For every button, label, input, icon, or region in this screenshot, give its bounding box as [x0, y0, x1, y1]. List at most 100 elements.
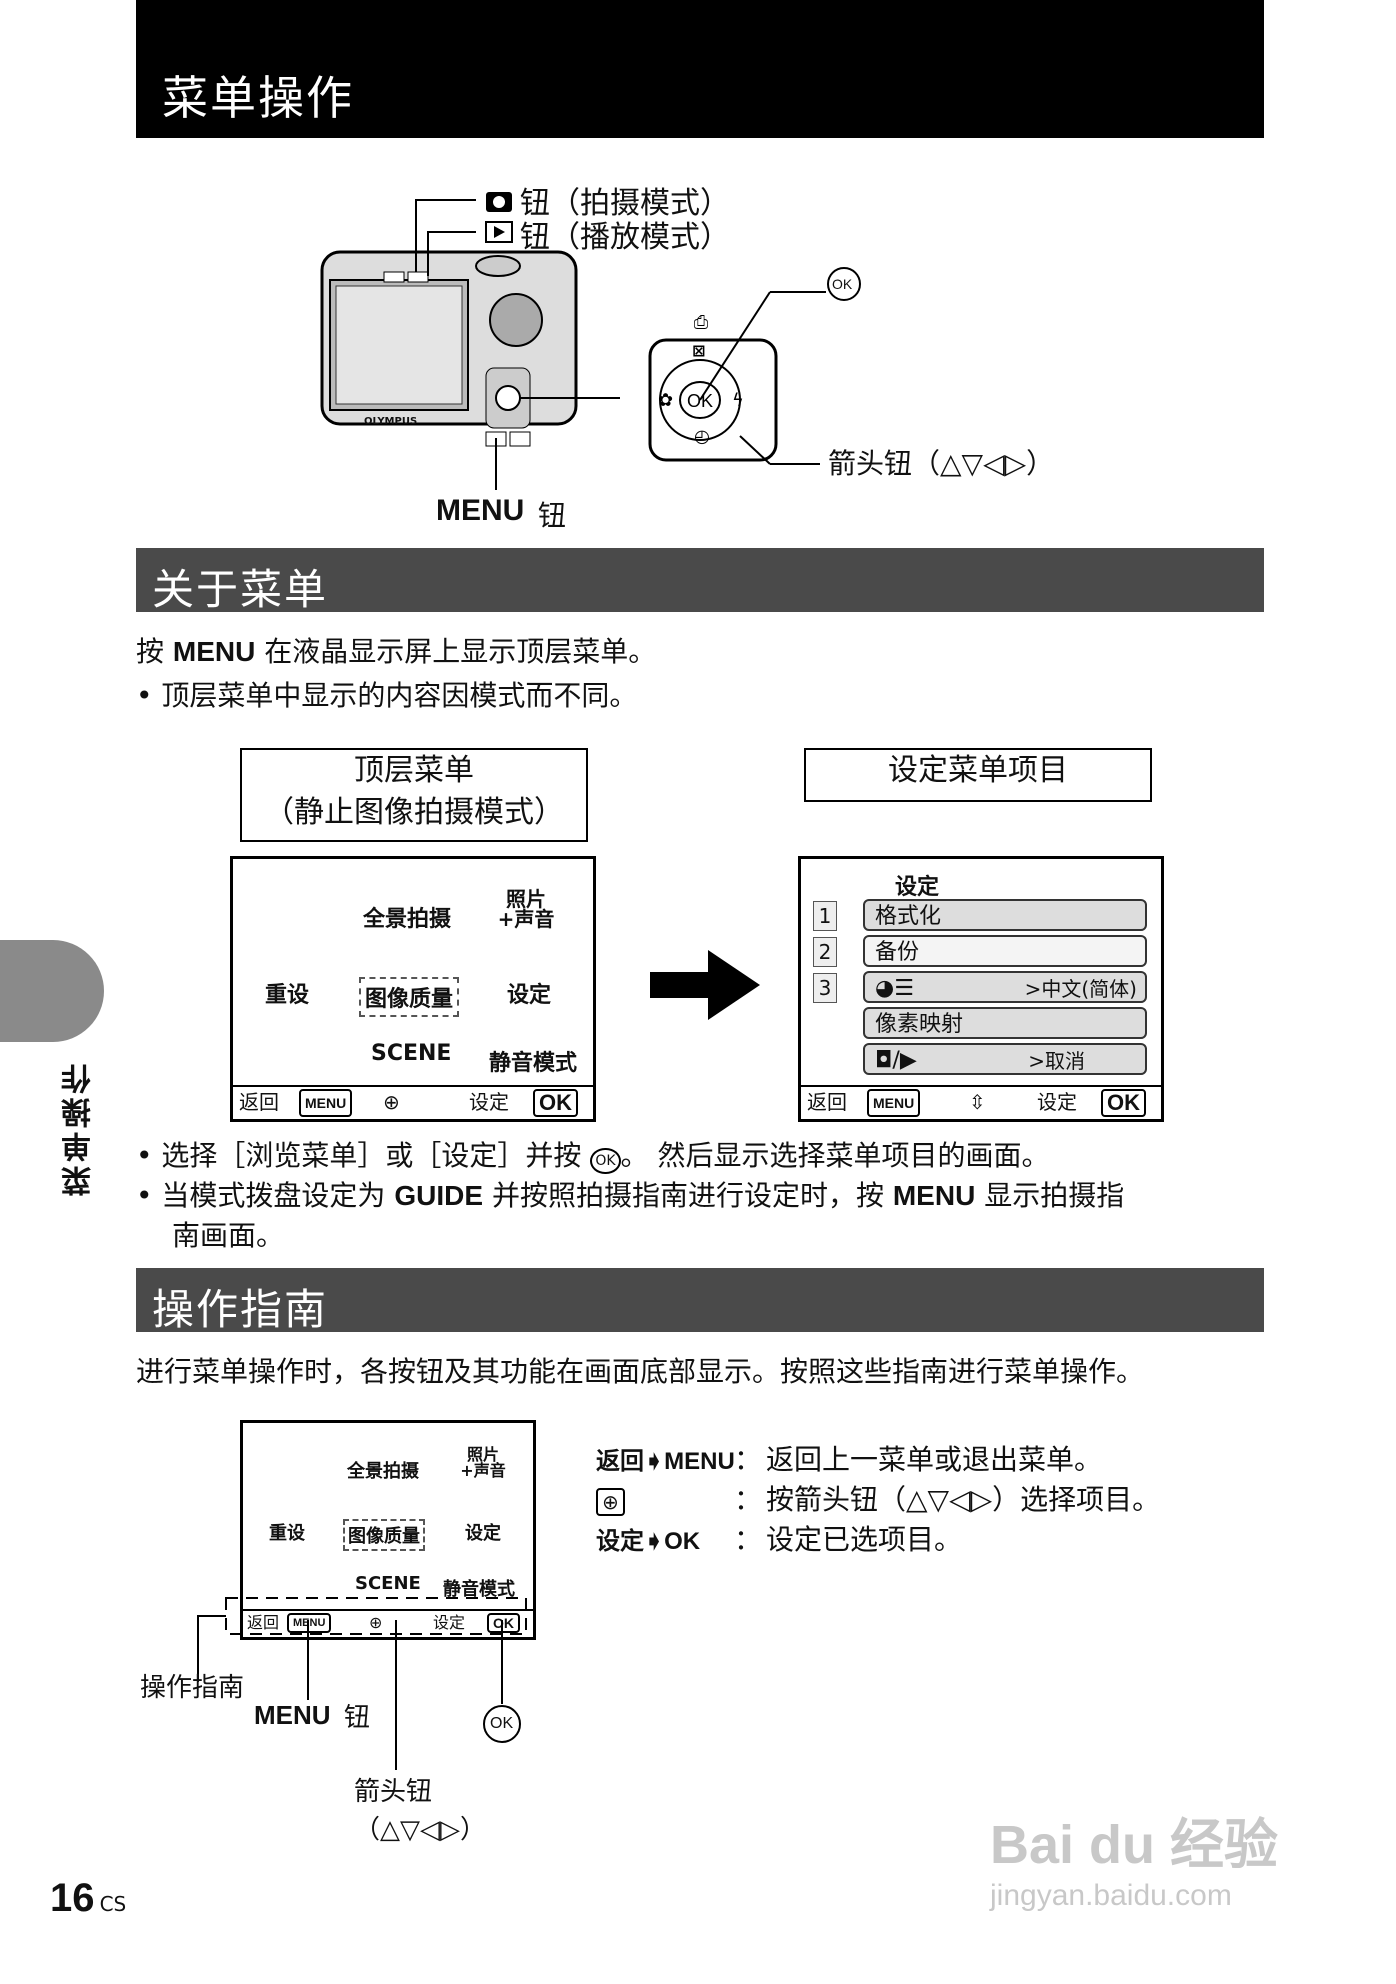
top-menu-box-line1: 顶层菜单 [354, 753, 474, 788]
menu-image-quality: 图像质量 [343, 1519, 425, 1551]
watermark-url: jingyan.baidu.com [990, 1879, 1232, 1912]
legend-key: 设定➧OK [596, 1528, 701, 1555]
bullet-1: • 顶层菜单中显示的内容因模式而不同。 [136, 679, 638, 712]
top-menu-box-line2: （静止图像拍摄模式） [264, 795, 564, 830]
setup-menu-box-label: 设定菜单项目 [888, 753, 1068, 788]
svg-text:⊠: ⊠ [692, 341, 705, 360]
row-value: >取消 [1028, 1049, 1085, 1073]
row-num-3: 3 [813, 973, 837, 1003]
menu-setup: 设定 [507, 983, 552, 1008]
bullet-3: • 当模式拨盘设定为 GUIDE 并按照拍摄指南进行设定时，按 MENU 显示拍… [136, 1179, 1125, 1212]
page-title: 菜单操作 [162, 71, 354, 125]
ok-inline-icon: OK [590, 1148, 621, 1174]
legend-row-arrows: ⊕ ： 按箭头钮（△▽◁▷）选择项目。 [596, 1480, 1216, 1520]
menu-setup: 设定 [465, 1523, 501, 1544]
setup-menu-box: 设定菜单项目 [804, 748, 1152, 802]
intro-post: 在液晶显示屏上显示顶层菜单。 [264, 635, 657, 668]
page-num: 16 [50, 1876, 95, 1920]
page-header: 菜单操作 [136, 0, 1264, 138]
footer-ok-key: OK [1101, 1089, 1146, 1117]
setup-row-pixel-mapping[interactable]: 像素映射 [863, 1007, 1147, 1039]
footer-ok-key: OK [487, 1613, 520, 1633]
legend-desc: 按箭头钮（△▽◁▷）选择项目。 [766, 1483, 1161, 1516]
intro-pre: 按 [136, 635, 165, 668]
footer-set: 设定 [1037, 1090, 1077, 1114]
footer-back: 返回 [239, 1090, 279, 1114]
guide-arrow-label: 箭头钮 [354, 1777, 433, 1807]
camera-illustration: OK ⎙ ⊠ ✿ ϟ ◴ [320, 192, 861, 490]
arrow-button-label: 箭头钮（△▽◁▷） [828, 447, 1055, 480]
arrow-pad-icon: ⊕ [596, 1488, 625, 1516]
svg-text:◴: ◴ [694, 426, 710, 447]
legend-key: 返回➧MENU [596, 1448, 735, 1475]
menu-scene: SCENE [355, 1573, 421, 1594]
guide-menu-suffix: 钮 [344, 1703, 371, 1733]
menu-reset: 重设 [269, 1523, 305, 1544]
watermark: Bai du 经验 jingyan.baidu.com [990, 1800, 1278, 1913]
row-label: 备份 [875, 940, 920, 965]
footer-menu-key: MENU [299, 1089, 353, 1117]
bullet-2: • 选择［浏览菜单］或［设定］并按 OK。 然后显示选择菜单项目的画面。 [136, 1139, 1050, 1174]
menu-key-label: MENU [436, 494, 525, 527]
setup-menu-footer: 返回 MENU ⇳ 设定 OK [801, 1085, 1161, 1119]
footer-back: 返回 [807, 1090, 847, 1114]
svg-text:⎙: ⎙ [694, 312, 709, 333]
ok-button-icon: OK [832, 276, 853, 292]
bullet-2-text: 选择［浏览菜单］或［设定］并按 [161, 1139, 582, 1172]
menu-panorama: 全景拍摄 [363, 907, 452, 932]
bullet-3-post: 显示拍摄指 [984, 1179, 1125, 1212]
legend-row-back: 返回➧MENU ： 返回上一菜单或退出菜单。 [596, 1440, 1216, 1480]
setup-row-format[interactable]: 格式化 [863, 899, 1147, 931]
svg-text:ϟ: ϟ [732, 390, 744, 411]
svg-text:OK: OK [687, 391, 713, 411]
top-menu-screen: 全景拍摄 照片+声音 重设 图像质量 设定 SCENE 静音模式 返回 MENU… [230, 856, 596, 1122]
menu-scene: SCENE [371, 1041, 452, 1066]
setup-row-backup[interactable]: 备份 [863, 935, 1147, 967]
camera-diagram: OK ⎙ ⊠ ✿ ϟ ◴ 钮（拍摄模式） 钮（播放模式） OK 箭头钮（△▽◁▷… [300, 180, 1100, 540]
guide-ok-icon: OK [490, 1715, 514, 1732]
menu-reset: 重设 [265, 983, 310, 1008]
footer-set: 设定 [433, 1613, 466, 1632]
menu-key-suffix: 钮 [538, 499, 567, 532]
setup-menu-screen: 设定 1 格式化 2 备份 3 ◕☰ >中文(简体) 像素映射 ◘/▶ >取消 … [798, 856, 1164, 1122]
top-menu-footer: 返回 MENU ⊕ 设定 OK [233, 1085, 593, 1119]
guide-label: GUIDE [394, 1180, 484, 1211]
legend-colon: ： [734, 1483, 763, 1516]
footer-back: 返回 [247, 1613, 280, 1632]
bullet-3-menu-key: MENU [892, 1180, 976, 1211]
row-num-2: 2 [813, 937, 837, 967]
legend-colon: ： [734, 1523, 763, 1556]
shoot-button-label: 钮（拍摄模式） [520, 186, 730, 221]
section-operation-guide: 操作指南 [136, 1268, 1264, 1334]
side-label: 菜单操作 [62, 1060, 97, 1196]
svg-text:✿: ✿ [658, 390, 673, 411]
page-lang: CS [99, 1892, 127, 1916]
intro-line: 按 MENU 在液晶显示屏上显示顶层菜单。 [136, 632, 656, 672]
footer-set: 设定 [469, 1090, 509, 1114]
footer-menu-key: MENU [867, 1089, 921, 1117]
legend-desc: 设定已选项目。 [766, 1523, 963, 1556]
language-icon: ◕☰ [875, 976, 914, 1001]
guide-arrow-label-2: （△▽◁▷） [354, 1815, 486, 1845]
guide-label: 操作指南 [140, 1673, 245, 1703]
guide-legend: 返回➧MENU ： 返回上一菜单或退出菜单。 ⊕ ： 按箭头钮（△▽◁▷）选择项… [596, 1440, 1216, 1560]
bullet-1-text: 顶层菜单中显示的内容因模式而不同。 [161, 679, 638, 712]
guide-leader-lines [197, 1597, 527, 1770]
bullet-3-pre: 当模式拨盘设定为 [161, 1179, 386, 1212]
camera-brand: OLYMPUS [364, 416, 418, 427]
footer-menu-key: MENU [287, 1613, 332, 1633]
page-number: 16 CS [50, 1876, 126, 1921]
setup-title: 设定 [895, 875, 940, 900]
menu-silent: 静音模式 [443, 1579, 515, 1600]
setup-row-language[interactable]: ◕☰ >中文(简体) [863, 971, 1147, 1003]
menu-image-quality: 图像质量 [359, 977, 460, 1017]
footer-updown-icon: ⇳ [969, 1090, 986, 1114]
footer-ok-key: OK [533, 1089, 578, 1117]
menu-silent: 静音模式 [489, 1051, 578, 1076]
intro-menu-key: MENU [172, 636, 256, 667]
guide-intro: 进行菜单操作时，各按钮及其功能在画面底部显示。按照这些指南进行菜单操作。 [136, 1355, 1145, 1388]
guide-screen: 全景拍摄 照片+声音 重设 图像质量 设定 SCENE 静音模式 返回 MENU… [240, 1420, 536, 1640]
section-title: 操作指南 [152, 1285, 329, 1334]
setup-row-shoot-play[interactable]: ◘/▶ >取消 [863, 1043, 1147, 1075]
row-label: 像素映射 [875, 1012, 964, 1037]
